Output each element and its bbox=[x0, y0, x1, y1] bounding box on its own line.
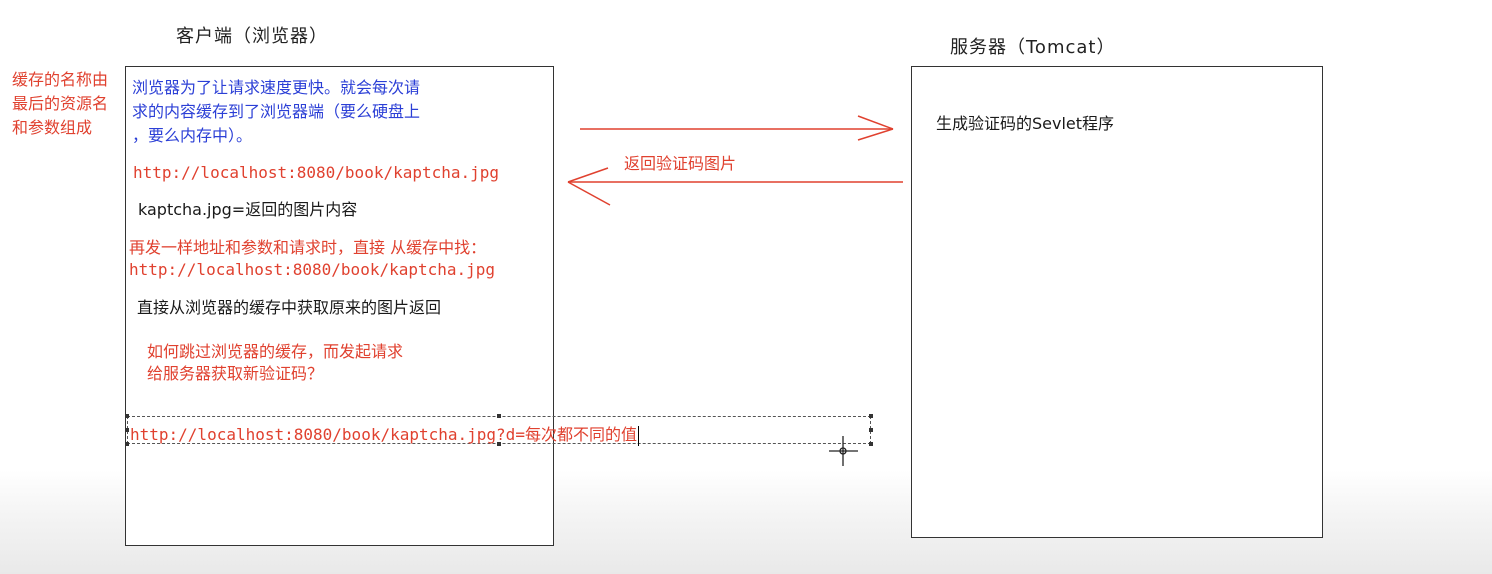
cache-intro-line-3: ，要么内存中）。 bbox=[132, 126, 253, 145]
client-title: 客户端（浏览器） bbox=[176, 26, 328, 47]
selection-handle-tm[interactable] bbox=[497, 414, 501, 418]
request-arrow bbox=[580, 115, 894, 141]
cache-intro-line-2: 求的内容缓存到了浏览器端（要么硬盘上 bbox=[132, 102, 421, 121]
cache-name-note: 缓存的名称由最后的资源名和参数组成 bbox=[12, 70, 109, 137]
cache-intro-line-1: 浏览器为了让请求速度更快。就会每次请 bbox=[132, 78, 421, 97]
server-program-label: 生成验证码的Sevlet程序 bbox=[936, 114, 1115, 133]
crosshair-cursor-icon bbox=[829, 436, 858, 466]
cached-url: http://localhost:8080/book/kaptcha.jpg bbox=[129, 260, 496, 279]
selection-handle-bl[interactable] bbox=[125, 442, 129, 446]
response-arrow bbox=[567, 167, 903, 206]
cache-content-text: kaptcha.jpg=返回的图片内容 bbox=[138, 200, 358, 219]
cache-busting-url[interactable]: http://localhost:8080/book/kaptcha.jpg?d… bbox=[130, 421, 639, 446]
server-box bbox=[911, 66, 1323, 538]
cache-busting-url-text: http://localhost:8080/book/kaptcha.jpg?d… bbox=[130, 425, 637, 444]
server-title: 服务器（Tomcat） bbox=[950, 37, 1116, 58]
resend-note: 再发一样地址和参数和请求时，直接 从缓存中找： bbox=[129, 238, 487, 257]
question-line-1: 如何跳过浏览器的缓存，而发起请求 bbox=[147, 342, 404, 361]
selection-handle-tr[interactable] bbox=[869, 414, 873, 418]
selection-handle-bm[interactable] bbox=[497, 442, 501, 446]
selection-handle-ml[interactable] bbox=[125, 428, 129, 432]
selection-handle-tl[interactable] bbox=[125, 414, 129, 418]
question-line-2: 给服务器获取新验证码？ bbox=[147, 364, 324, 383]
selection-handle-mr[interactable] bbox=[869, 428, 873, 432]
client-box bbox=[125, 66, 554, 546]
direct-cache-text: 直接从浏览器的缓存中获取原来的图片返回 bbox=[137, 298, 442, 317]
response-label: 返回验证码图片 bbox=[624, 154, 737, 173]
text-caret bbox=[637, 425, 639, 446]
request-url: http://localhost:8080/book/kaptcha.jpg bbox=[133, 163, 500, 182]
selection-handle-br[interactable] bbox=[869, 442, 873, 446]
